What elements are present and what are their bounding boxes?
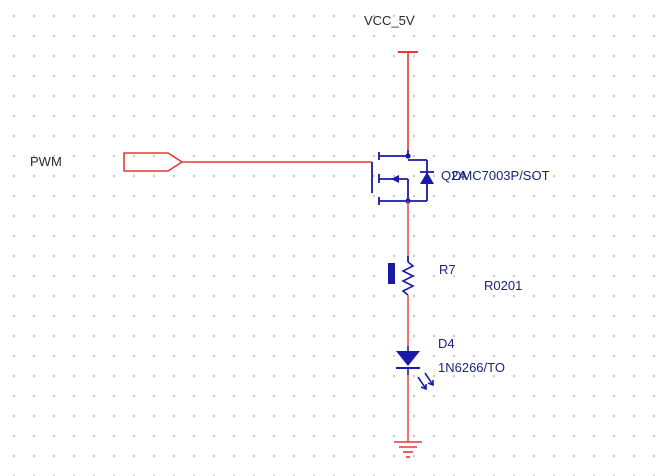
mosfet-icon[interactable] [371,150,434,205]
port-arrow-icon[interactable] [123,152,184,172]
resistor-icon[interactable] [388,256,415,296]
resistor-package: R0201 [484,278,522,293]
power-rail-icon [398,51,418,150]
mosfet-designator: Q2A [441,168,467,183]
pwm-label: PWM [30,154,62,169]
led-designator: D4 [438,336,455,351]
resistor-designator: R7 [439,262,456,277]
led-icon[interactable] [396,346,434,391]
vcc-label: VCC_5V [364,13,415,28]
mosfet-part: DMC7003P/SOT [452,168,550,183]
led-part: 1N6266/TO [438,360,505,375]
ground-icon [394,441,422,458]
